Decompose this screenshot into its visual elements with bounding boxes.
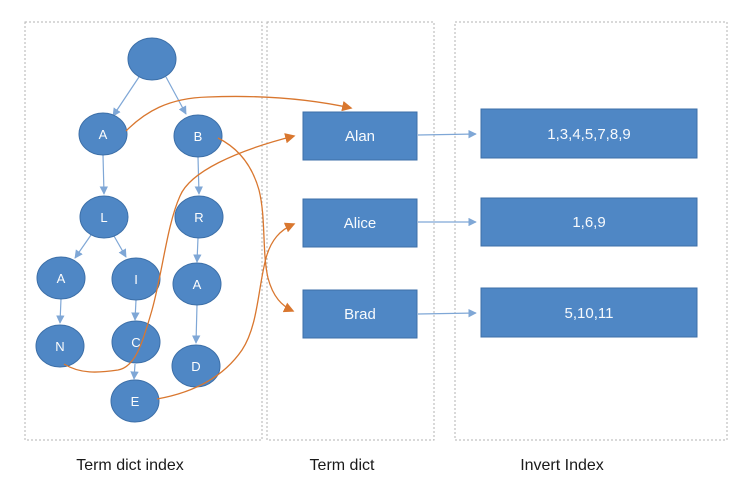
tree-edge-root-a: [112, 76, 140, 117]
tree-edge-a-d: [192, 304, 201, 344]
tree-node-b: B: [173, 114, 223, 158]
term-dict-index-panel: [24, 21, 263, 441]
svg-text:I: I: [134, 272, 138, 287]
tree-node-r: R: [174, 195, 224, 239]
tree-edge-a-l: [99, 154, 109, 195]
tree-node-a3: A: [172, 262, 222, 306]
term-box-alice: Alice: [302, 198, 418, 248]
term-box-alan: Alan: [302, 111, 418, 161]
term-box-brad: Brad: [302, 289, 418, 339]
svg-text:5,10,11: 5,10,11: [565, 305, 614, 322]
postings-box-alice: 1,6,9: [480, 197, 698, 247]
tree-node-e: E: [110, 379, 160, 423]
svg-text:N: N: [55, 339, 64, 354]
tree-node-i: I: [111, 257, 161, 301]
postings-box-brad: 5,10,11: [480, 287, 698, 338]
tree-node-a: A: [78, 112, 128, 156]
svg-text:Alice: Alice: [344, 215, 377, 232]
term-dict-panel: [266, 21, 435, 441]
tree-node-l: L: [79, 195, 129, 239]
svg-text:D: D: [191, 359, 200, 374]
panel-label-term-dict-index: Term dict index: [76, 457, 184, 474]
svg-text:L: L: [100, 210, 107, 225]
panel-label-invert-index: Invert Index: [520, 457, 604, 474]
tree-edge-l-i: [113, 235, 127, 258]
tree-node-root: [127, 37, 177, 81]
svg-text:Alan: Alan: [345, 128, 375, 145]
svg-text:1,3,4,5,7,8,9: 1,3,4,5,7,8,9: [547, 126, 630, 143]
postings-box-alan: 1,3,4,5,7,8,9: [480, 108, 698, 159]
svg-text:C: C: [131, 335, 140, 350]
svg-text:B: B: [194, 129, 203, 144]
tree-edge-c-e: [130, 363, 139, 380]
pointer-arrow-a-to-alan: [125, 95, 353, 132]
tree-edge-root-b: [165, 76, 187, 115]
svg-text:A: A: [99, 127, 108, 142]
svg-text:A: A: [193, 277, 202, 292]
tree-edge-i-c: [131, 299, 140, 321]
svg-text:1,6,9: 1,6,9: [572, 214, 605, 231]
invert-index-panel: [454, 21, 728, 441]
pointer-arrow-b-to-brad: [217, 137, 295, 313]
tree-node-a2: A: [36, 256, 86, 300]
term-to-postings-arrow-brad: [417, 308, 477, 318]
term-to-postings-arrow-alan: [417, 129, 477, 139]
svg-text:Brad: Brad: [344, 306, 376, 323]
tree-node-c: C: [111, 320, 161, 364]
pointer-arrow-e-to-alice: [156, 222, 296, 400]
panel-label-term-dict: Term dict: [310, 457, 375, 474]
svg-text:A: A: [57, 271, 66, 286]
tree-node-d: D: [171, 344, 221, 388]
svg-text:R: R: [194, 210, 203, 225]
tree-edge-r-a: [193, 237, 202, 263]
pointer-arrow-n-to-alan: [63, 133, 296, 373]
tree-edge-l-a: [74, 234, 92, 259]
tree-node-n: N: [35, 324, 85, 368]
tree-edge-a-n: [56, 298, 65, 324]
svg-text:E: E: [131, 394, 140, 409]
